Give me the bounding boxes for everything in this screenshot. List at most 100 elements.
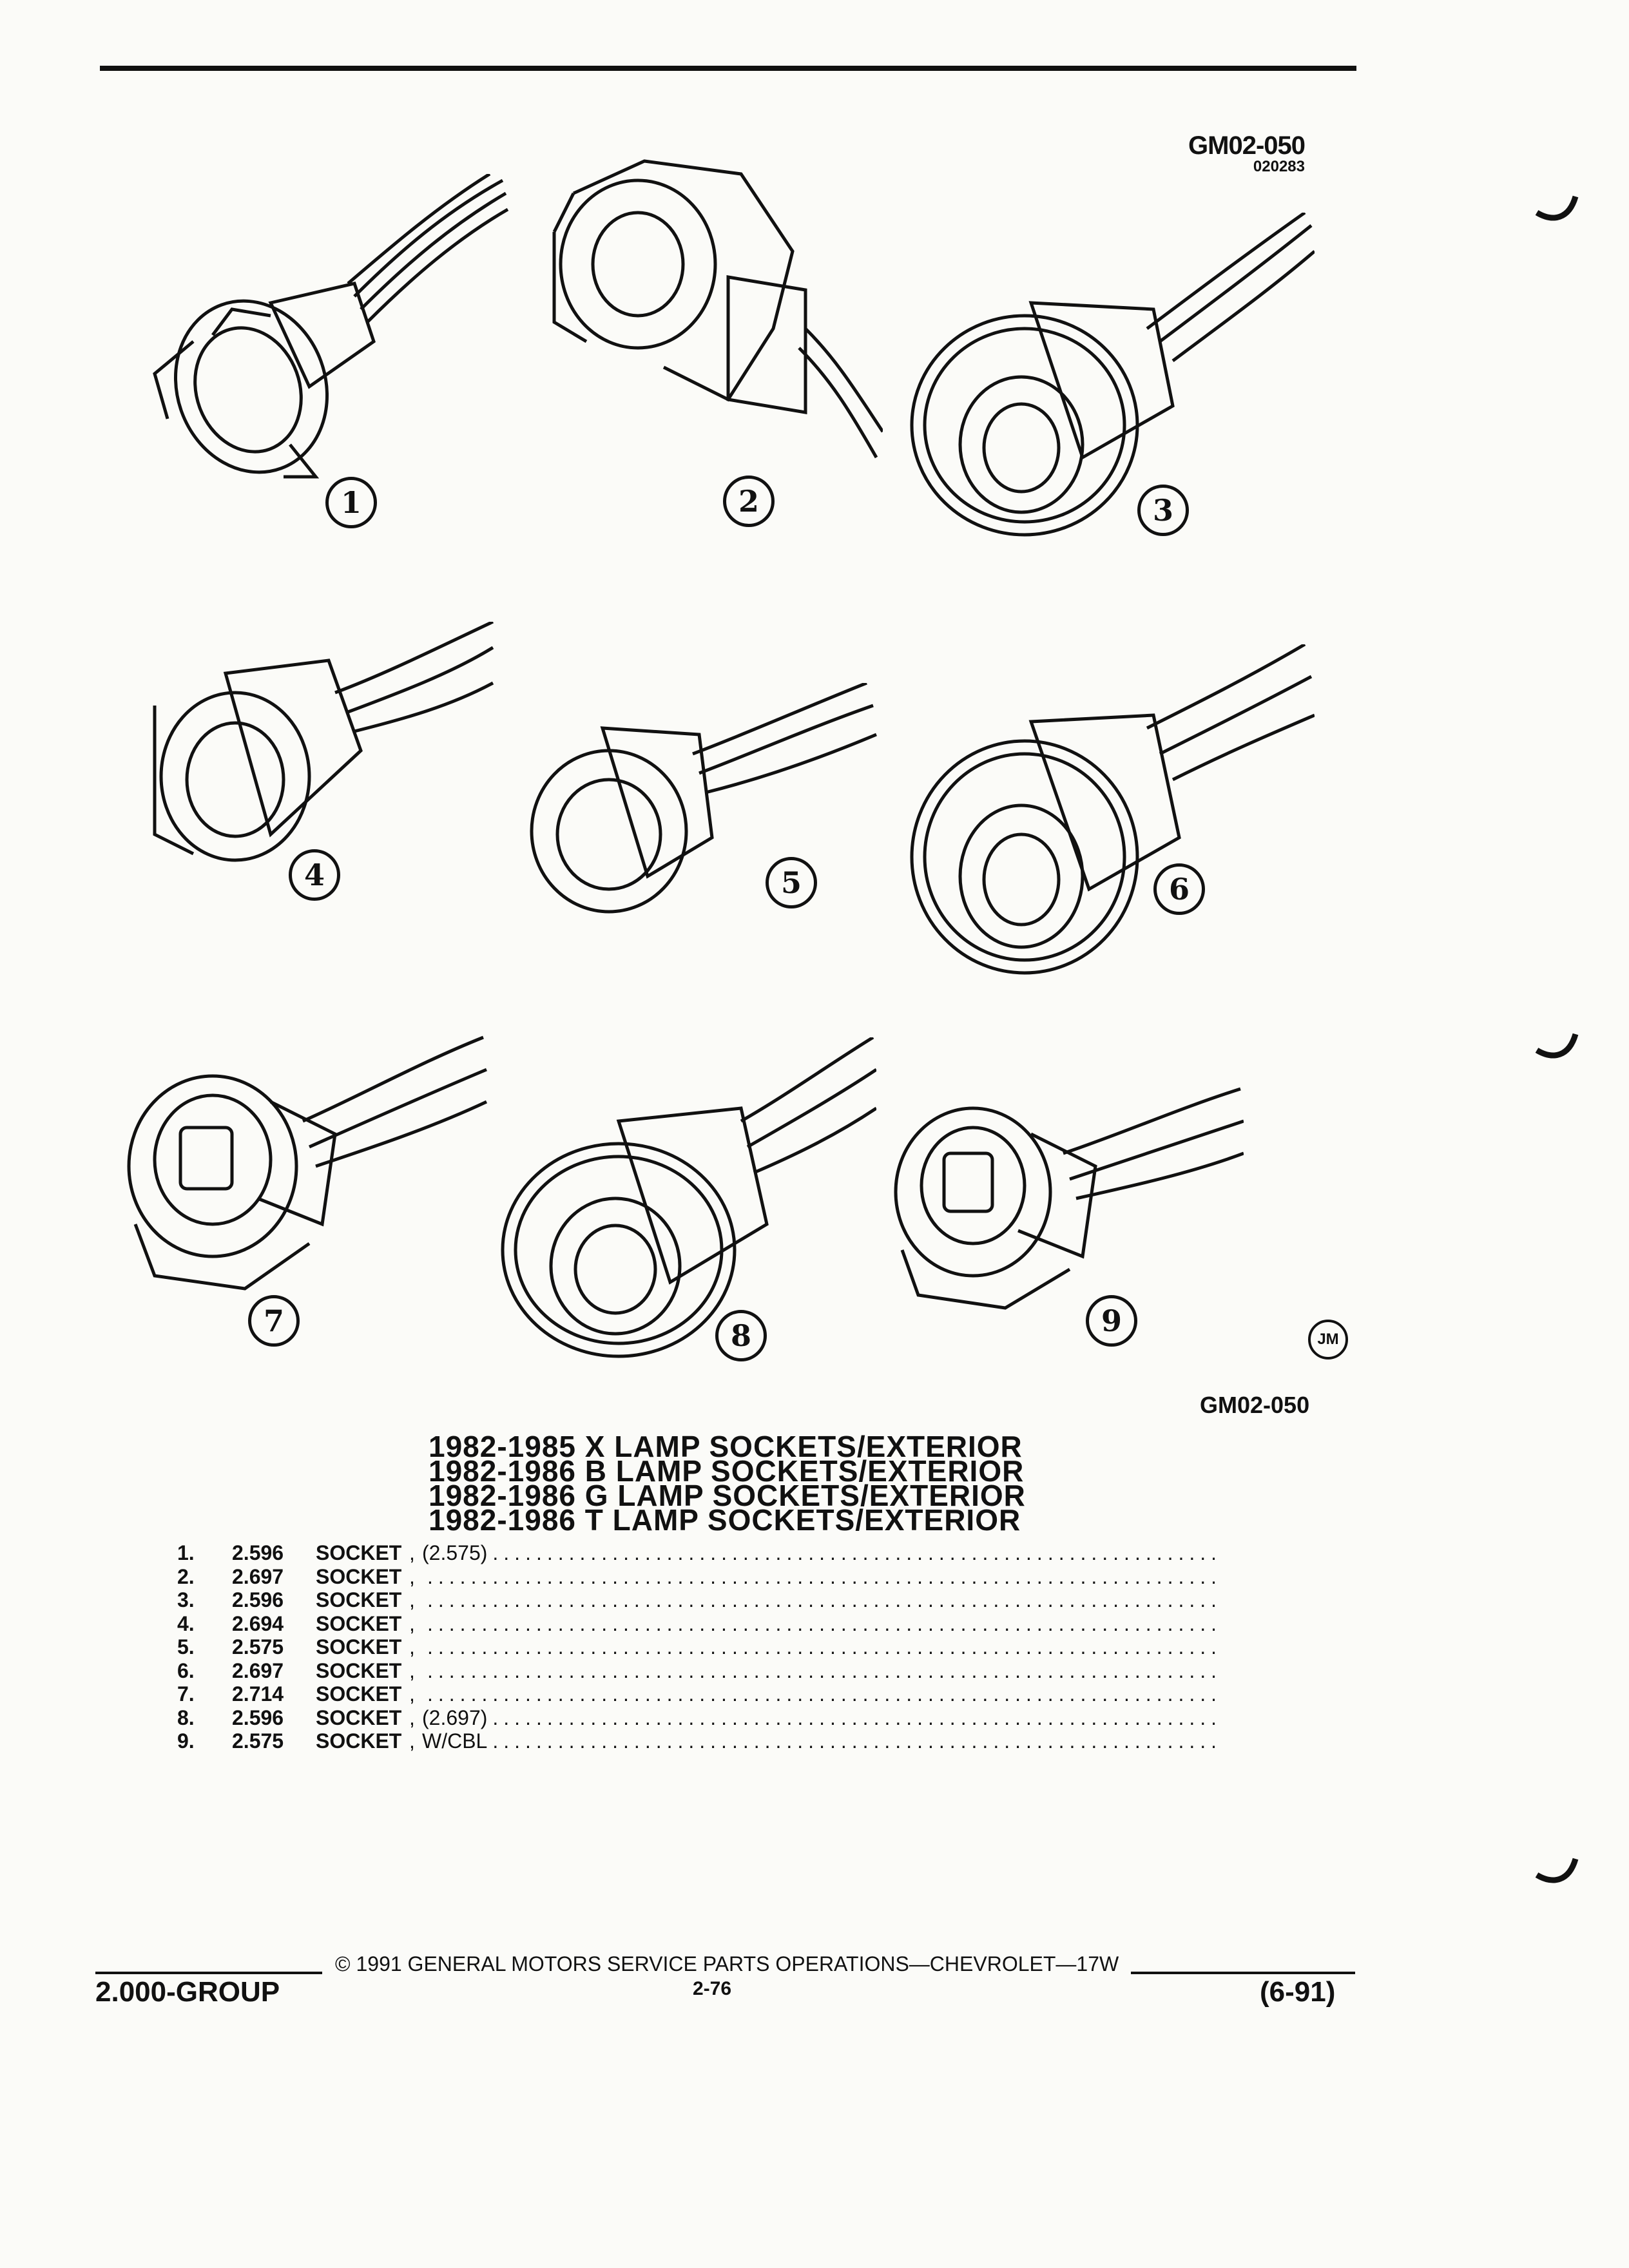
socket-illustration-1 bbox=[153, 174, 509, 479]
callout-2: 2 bbox=[723, 476, 775, 527]
socket-illustration-4 bbox=[153, 622, 494, 862]
item-number: 8. bbox=[177, 1706, 195, 1729]
part-separator: , bbox=[409, 1682, 415, 1706]
section-title: 1982-1985 X LAMP SOCKETS/EXTERIOR bbox=[429, 1430, 1023, 1463]
group-label: 2.000-GROUP bbox=[95, 1976, 280, 2008]
part-name: SOCKET bbox=[316, 1729, 402, 1753]
parts-list-row: 1. 2.596 SOCKET, (2.575)...................… bbox=[177, 1541, 1215, 1565]
socket-illustration-6 bbox=[910, 644, 1315, 975]
callout-1: 1 bbox=[325, 477, 377, 528]
item-number: 9. bbox=[177, 1729, 195, 1753]
figure-code-bottom: GM02-050 bbox=[1200, 1392, 1310, 1418]
figure-subcode: 020283 bbox=[1253, 158, 1305, 175]
parts-list-row: 6. 2.697 SOCKET,..........................… bbox=[177, 1659, 1215, 1683]
callout-6: 6 bbox=[1153, 863, 1205, 915]
leader-dots: ........................................… bbox=[427, 1635, 1215, 1658]
top-rule bbox=[100, 66, 1356, 71]
part-code: 2.697 bbox=[232, 1658, 284, 1682]
part-description: (2.697) bbox=[422, 1706, 488, 1729]
socket-illustration-7 bbox=[127, 1035, 488, 1291]
part-description: W/CBL bbox=[422, 1729, 488, 1753]
revision-date: (6-91) bbox=[1260, 1976, 1336, 2008]
part-name: SOCKET bbox=[316, 1706, 402, 1729]
part-separator: , bbox=[409, 1635, 415, 1658]
part-code: 2.596 bbox=[232, 1706, 284, 1729]
callout-8: 8 bbox=[715, 1310, 767, 1361]
callout-9: 9 bbox=[1086, 1295, 1137, 1347]
leader-dots: ........................................… bbox=[492, 1729, 1215, 1753]
part-name: SOCKET bbox=[316, 1588, 402, 1611]
part-separator: , bbox=[409, 1564, 415, 1588]
parts-list-row: 9. 2.575 SOCKET, W/CBL.....................… bbox=[177, 1729, 1215, 1753]
leader-dots: ........................................… bbox=[427, 1658, 1215, 1682]
socket-illustration-5 bbox=[530, 683, 877, 914]
callout-7: 7 bbox=[248, 1295, 300, 1347]
callout-3: 3 bbox=[1137, 485, 1189, 536]
binding-mark bbox=[1535, 195, 1579, 221]
part-description bbox=[422, 1635, 427, 1659]
parts-list-row: 3. 2.596 SOCKET,..........................… bbox=[177, 1588, 1215, 1612]
part-name: SOCKET bbox=[316, 1682, 402, 1706]
part-separator: , bbox=[409, 1588, 415, 1611]
part-separator: , bbox=[409, 1658, 415, 1682]
socket-illustration-3 bbox=[910, 213, 1315, 537]
leader-dots: ........................................… bbox=[427, 1564, 1215, 1588]
part-code: 2.697 bbox=[232, 1564, 284, 1588]
leader-dots: ........................................… bbox=[427, 1611, 1215, 1635]
parts-list-row: 8. 2.596 SOCKET, (2.697)...................… bbox=[177, 1706, 1215, 1730]
part-description bbox=[422, 1682, 427, 1706]
part-code: 2.575 bbox=[232, 1635, 284, 1658]
leader-dots: ........................................… bbox=[492, 1541, 1215, 1564]
parts-list-row: 2. 2.697 SOCKET,..........................… bbox=[177, 1565, 1215, 1589]
part-code: 2.694 bbox=[232, 1611, 284, 1635]
section-title: 1982-1986 B LAMP SOCKETS/EXTERIOR bbox=[429, 1454, 1025, 1488]
part-name: SOCKET bbox=[316, 1611, 402, 1635]
item-number: 6. bbox=[177, 1658, 195, 1682]
item-number: 4. bbox=[177, 1611, 195, 1635]
parts-list-row: 7. 2.714 SOCKET,..........................… bbox=[177, 1682, 1215, 1706]
item-number: 5. bbox=[177, 1635, 195, 1658]
part-description bbox=[422, 1588, 427, 1612]
part-name: SOCKET bbox=[316, 1564, 402, 1588]
part-name: SOCKET bbox=[316, 1658, 402, 1682]
part-code: 2.596 bbox=[232, 1541, 284, 1564]
figure-code-header: GM02-050 020283 bbox=[1160, 131, 1306, 175]
section-titles: 1982-1985 X LAMP SOCKETS/EXTERIOR 1982-1… bbox=[429, 1430, 1026, 1537]
part-separator: , bbox=[409, 1706, 415, 1729]
item-number: 2. bbox=[177, 1564, 195, 1588]
part-code: 2.714 bbox=[232, 1682, 284, 1706]
leader-dots: ........................................… bbox=[427, 1588, 1215, 1611]
part-separator: , bbox=[409, 1611, 415, 1635]
leader-dots: ........................................… bbox=[492, 1706, 1215, 1729]
leader-dots: ........................................… bbox=[427, 1682, 1215, 1706]
item-number: 7. bbox=[177, 1682, 195, 1706]
artist-mark: JM bbox=[1308, 1320, 1348, 1360]
part-description bbox=[422, 1565, 427, 1589]
figure-code: GM02-050 bbox=[1188, 131, 1306, 160]
part-description bbox=[422, 1612, 427, 1636]
callout-5: 5 bbox=[766, 857, 817, 908]
binding-mark bbox=[1535, 1858, 1579, 1883]
binding-mark bbox=[1535, 1033, 1579, 1059]
section-title: 1982-1986 T LAMP SOCKETS/EXTERIOR bbox=[429, 1503, 1021, 1537]
part-name: SOCKET bbox=[316, 1541, 402, 1564]
part-code: 2.596 bbox=[232, 1588, 284, 1611]
part-code: 2.575 bbox=[232, 1729, 284, 1753]
part-description bbox=[422, 1659, 427, 1683]
part-description: (2.575) bbox=[422, 1541, 488, 1564]
socket-illustration-8 bbox=[501, 1037, 876, 1358]
footer-rule-left bbox=[95, 1972, 322, 1974]
parts-list-row: 4. 2.694 SOCKET,..........................… bbox=[177, 1612, 1215, 1636]
part-name: SOCKET bbox=[316, 1635, 402, 1658]
socket-illustration-9 bbox=[894, 1087, 1244, 1310]
parts-list-row: 5. 2.575 SOCKET,..........................… bbox=[177, 1635, 1215, 1659]
socket-illustration-2 bbox=[552, 159, 883, 459]
part-separator: , bbox=[409, 1541, 415, 1564]
item-number: 1. bbox=[177, 1541, 195, 1564]
page-number: 2-76 bbox=[693, 1978, 732, 1999]
footer-rule-right bbox=[1131, 1972, 1355, 1974]
item-number: 3. bbox=[177, 1588, 195, 1611]
callout-4: 4 bbox=[289, 849, 340, 901]
part-separator: , bbox=[409, 1729, 415, 1753]
